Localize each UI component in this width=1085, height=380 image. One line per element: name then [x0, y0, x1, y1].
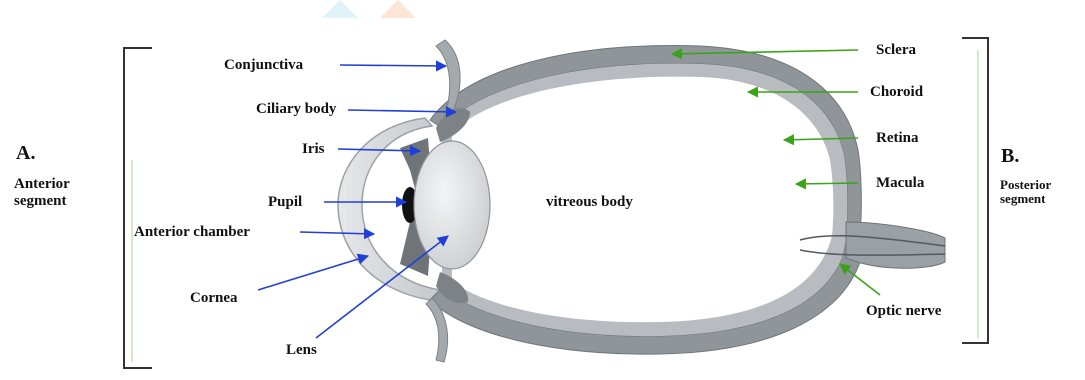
label-choroid: Choroid — [870, 85, 923, 100]
label-macula: Macula — [876, 176, 924, 191]
label-anterior-chamber: Anterior chamber — [134, 225, 250, 240]
anterior-segment-title: Anterior segment — [14, 176, 94, 209]
lens-shape — [414, 141, 490, 269]
watermark-peach — [380, 0, 416, 18]
posterior-letter: B. — [1001, 146, 1019, 166]
label-pupil: Pupil — [268, 195, 302, 210]
posterior-segment-title: Posterior segment — [1000, 178, 1084, 207]
label-cornea: Cornea — [190, 291, 238, 306]
label-ciliary-body: Ciliary body — [256, 102, 336, 117]
watermark-cyan — [322, 0, 358, 18]
label-retina: Retina — [876, 131, 919, 146]
label-lens: Lens — [286, 343, 317, 358]
label-conjunctiva: Conjunctiva — [224, 58, 303, 73]
label-sclera: Sclera — [876, 43, 916, 58]
conjunctiva-arrow — [340, 65, 446, 66]
label-vitreous-body: vitreous body — [546, 195, 633, 210]
posterior-bracket — [962, 38, 988, 343]
label-optic-nerve: Optic nerve — [866, 304, 941, 319]
cornea-arrow — [258, 256, 368, 290]
anterior-letter: A. — [16, 143, 35, 163]
anterior-bracket — [124, 48, 152, 368]
macula-arrow — [796, 183, 858, 184]
vitreous-shape — [452, 77, 833, 322]
optic-nerve-shape — [846, 222, 945, 268]
label-iris: Iris — [302, 142, 325, 157]
